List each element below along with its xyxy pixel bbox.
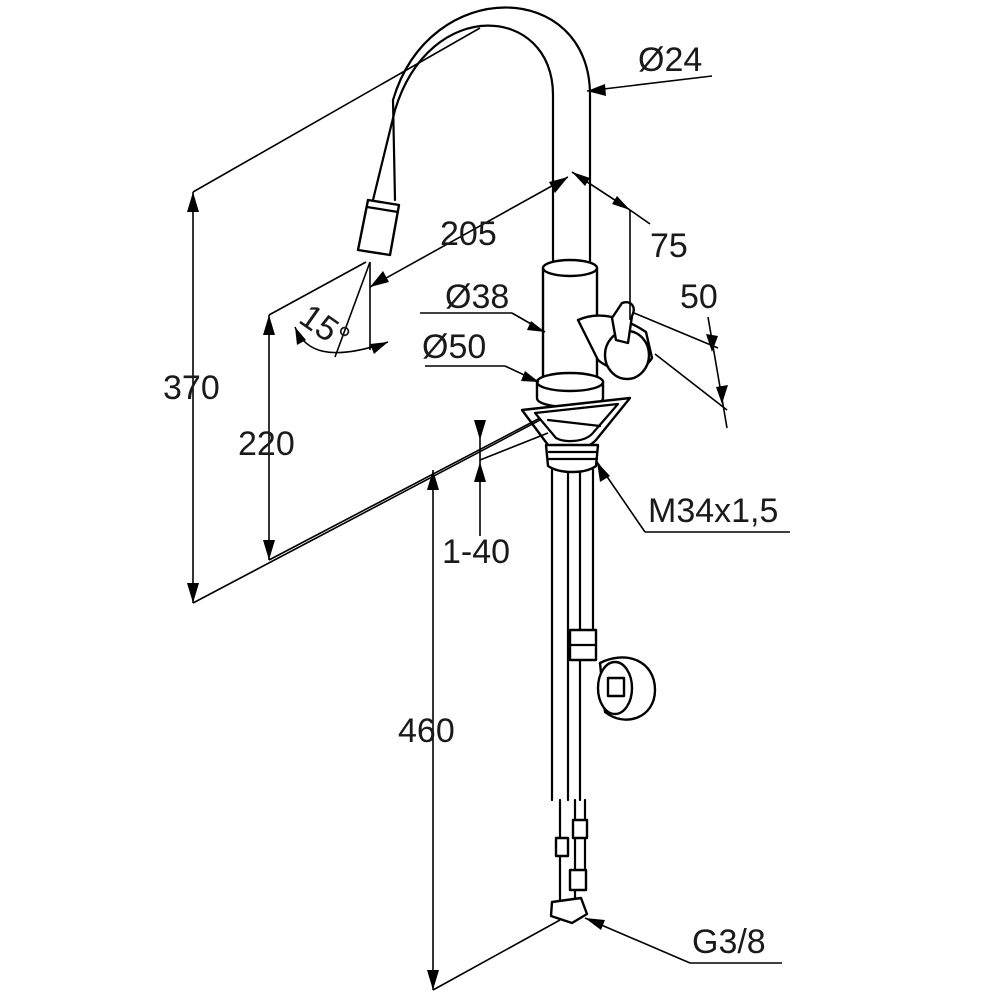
base-diameter-label: Ø50 xyxy=(422,328,486,366)
lever-offset-50-label: 50 xyxy=(680,278,718,316)
total-height-label: 370 xyxy=(163,369,220,407)
spray-angle-label: 15° xyxy=(293,297,357,358)
supply-hoses xyxy=(549,798,589,925)
outlet-height-label: 220 xyxy=(238,425,295,463)
hose-connector xyxy=(568,628,598,662)
outlet-diameter-label: Ø24 xyxy=(638,41,702,79)
projection-label: 205 xyxy=(440,215,497,253)
body-diameter-label: Ø38 xyxy=(445,278,509,316)
mounting-shank xyxy=(544,443,600,802)
connection-thread-label: G3/8 xyxy=(692,923,766,961)
hose-weight xyxy=(596,656,657,721)
thread-size-label: M34x1,5 xyxy=(648,492,778,530)
faucet-spout xyxy=(356,6,592,270)
lever-handle xyxy=(576,301,654,381)
counter-thickness-label: 1-40 xyxy=(442,533,510,571)
lever-offset-75-label: 75 xyxy=(650,227,688,265)
dimension-lines xyxy=(187,27,790,991)
mounting-plate xyxy=(520,396,632,451)
hose-length-label: 460 xyxy=(398,712,455,750)
